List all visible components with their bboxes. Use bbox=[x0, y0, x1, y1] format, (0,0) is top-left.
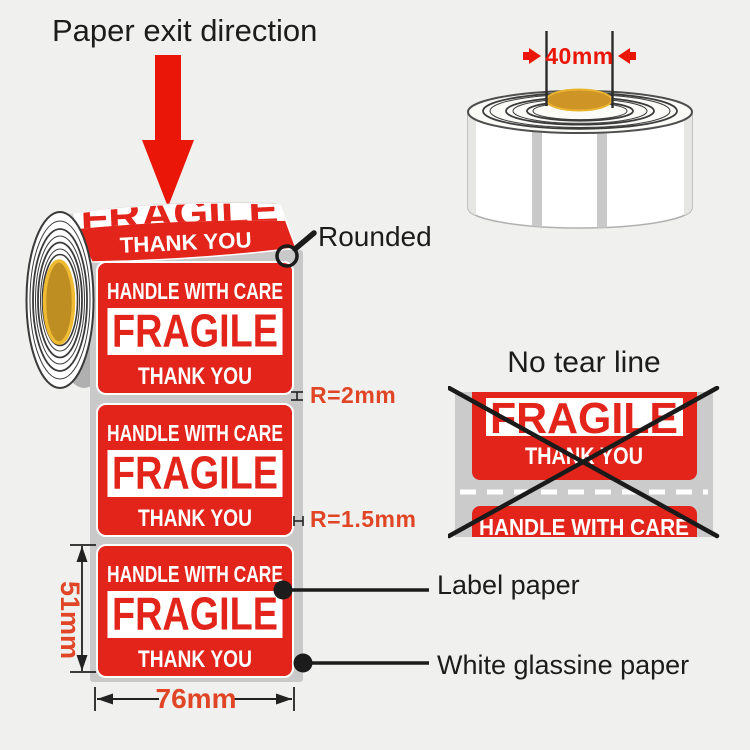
fragile-label-3: HANDLE WITH CARE FRAGILE THANK YOU bbox=[96, 544, 294, 678]
label-thankyou-text: THANK YOU bbox=[138, 646, 252, 673]
label-roll-side-illustration: FRAGILE THANK YOU HANDLE WITH CARE FRAGI… bbox=[25, 201, 429, 714]
label-height-dimension: 51mm bbox=[55, 544, 96, 673]
label-white-band bbox=[107, 591, 283, 638]
arrow-left-icon bbox=[618, 48, 636, 64]
partial-label-bottom bbox=[472, 506, 697, 537]
label-white-band bbox=[107, 308, 283, 355]
corner-radius-bottom-label: R=1.5mm bbox=[310, 506, 416, 532]
roll-ring bbox=[35, 235, 85, 365]
crossed-labels: FRAGILE THANK YOU HANDLE WITH CARE bbox=[460, 392, 708, 540]
label-gap bbox=[532, 115, 542, 228]
curved-label-thankyou-text: THANK YOU bbox=[119, 227, 252, 258]
label-width-value: 76mm bbox=[156, 683, 237, 714]
label-handle-text: HANDLE WITH CARE bbox=[107, 561, 283, 587]
roll-ring bbox=[29, 220, 91, 380]
arrow-down-icon bbox=[76, 655, 88, 671]
no-tear-line-label: No tear line bbox=[507, 346, 661, 379]
rounded-corner-label: Rounded bbox=[318, 221, 432, 252]
white-glassine-label: White glassine paper bbox=[437, 650, 690, 680]
label-thankyou-text: THANK YOU bbox=[138, 505, 252, 532]
magnifier-icon bbox=[275, 230, 317, 268]
core-width-value: 40mm bbox=[545, 43, 613, 69]
roll-ring bbox=[40, 248, 80, 352]
cross-out-icon bbox=[448, 386, 720, 539]
label-fragile-text: FRAGILE bbox=[112, 588, 278, 640]
callout-dot bbox=[273, 580, 293, 600]
curved-label-white-band bbox=[74, 203, 285, 229]
label-fragile-text: FRAGILE bbox=[112, 305, 278, 357]
corner-radius-top-label: R=2mm bbox=[310, 382, 396, 408]
label-paper-callout bbox=[273, 580, 429, 600]
label-roll-top-illustration: 40mm bbox=[467, 31, 693, 229]
arrow-right-icon bbox=[523, 48, 541, 64]
roll-core bbox=[42, 259, 76, 345]
paper-exit-direction-label: Paper exit direction bbox=[52, 13, 318, 48]
roll-end-face bbox=[25, 211, 95, 389]
label-gap bbox=[597, 115, 607, 228]
partial-handle-text: HANDLE WITH CARE bbox=[479, 514, 689, 540]
label-height-value: 51mm bbox=[55, 581, 85, 659]
curved-top-label: FRAGILE THANK YOU bbox=[73, 202, 298, 263]
corner-radius-top-mark bbox=[291, 391, 303, 401]
arrow-left-icon bbox=[97, 693, 113, 705]
label-paper-label: Label paper bbox=[437, 570, 580, 600]
roll-ring bbox=[32, 228, 88, 372]
roll-ring bbox=[41, 253, 79, 347]
label-thankyou-text: THANK YOU bbox=[138, 363, 252, 390]
roll-core bbox=[545, 88, 613, 112]
arrow-up-icon bbox=[76, 546, 88, 562]
down-arrow-icon bbox=[142, 55, 194, 207]
label-fragile-text: FRAGILE bbox=[112, 447, 278, 499]
roll-front-panels bbox=[468, 112, 692, 228]
fragile-label-2: HANDLE WITH CARE FRAGILE THANK YOU bbox=[96, 403, 294, 537]
no-tear-line-figure: FRAGILE THANK YOU HANDLE WITH CARE bbox=[448, 386, 720, 540]
roll-ring bbox=[37, 241, 83, 359]
partial-thankyou-text: THANK YOU bbox=[525, 443, 643, 470]
partial-fragile-text: FRAGILE bbox=[490, 394, 678, 443]
fragile-label-1: HANDLE WITH CARE FRAGILE THANK YOU bbox=[96, 261, 294, 395]
corner-radius-bottom-mark bbox=[293, 516, 304, 526]
label-white-band bbox=[107, 450, 283, 497]
label-width-dimension: 76mm bbox=[94, 683, 295, 714]
paper-exit-arrow bbox=[142, 55, 194, 207]
callout-dot bbox=[293, 653, 313, 673]
label-handle-text: HANDLE WITH CARE bbox=[107, 420, 283, 446]
label-handle-text: HANDLE WITH CARE bbox=[107, 278, 283, 304]
arrow-right-icon bbox=[276, 693, 292, 705]
glassine-callout bbox=[293, 653, 429, 673]
partial-label-white-band bbox=[486, 398, 683, 436]
